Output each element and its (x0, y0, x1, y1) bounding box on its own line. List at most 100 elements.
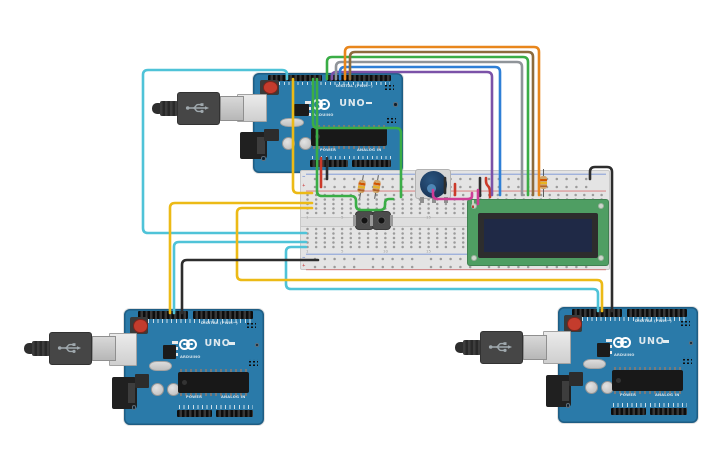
usb-metal-sleeve (92, 336, 116, 361)
reset-button[interactable] (259, 79, 280, 95)
lcd-mount-hole (598, 255, 604, 261)
potentiometer[interactable] (415, 169, 451, 203)
crystal-oscillator (149, 360, 172, 372)
capacitor (585, 381, 599, 395)
icsp-header-side (681, 356, 693, 364)
usb-controller-chip (294, 104, 309, 116)
on-led (229, 342, 235, 345)
reset-button[interactable] (130, 316, 149, 334)
capacitor (282, 137, 296, 150)
pushbutton-2[interactable] (370, 212, 393, 229)
cable-tip (24, 343, 33, 354)
icsp-header-side (385, 116, 396, 123)
usb-controller-chip (596, 342, 610, 357)
wire-black-bottom-left-gnd[interactable] (180, 258, 320, 315)
atmega-chip (177, 369, 250, 396)
resistor-lcd-backlight[interactable] (540, 169, 547, 197)
atmega-chip (310, 124, 388, 149)
capacitor (151, 383, 165, 397)
digital-header-right[interactable] (192, 311, 253, 319)
wire-yellow-bottom-left[interactable] (168, 201, 314, 315)
pin-labels-bottom (612, 403, 687, 407)
crystal-oscillator (583, 358, 606, 370)
arduino-logo-icon (613, 336, 639, 350)
icsp-header-top (382, 83, 394, 90)
digital-header-right[interactable] (326, 74, 391, 82)
voltage-regulator (568, 371, 583, 386)
voltage-regulator (134, 373, 149, 388)
usb-cable-top[interactable] (152, 90, 244, 126)
strain-relief (160, 101, 178, 116)
uno-label: UNO (339, 98, 366, 109)
arduino-label: ARDUINO (313, 113, 334, 118)
pot-knob-indicator (427, 184, 436, 193)
usb-controller-chip (162, 344, 176, 359)
usb-plug-body (49, 332, 92, 365)
pot-pin[interactable] (444, 197, 448, 203)
analog-header[interactable] (650, 407, 687, 416)
usb-trident-icon (185, 103, 210, 113)
arduino-label: ARDUINO (614, 353, 635, 358)
lcd-display[interactable] (467, 199, 609, 266)
icsp-header-top (245, 320, 257, 328)
usb-metal-sleeve (523, 335, 547, 360)
analog-header[interactable] (216, 409, 253, 418)
analog-label: ANALOG IN (654, 393, 680, 398)
digital-header-left[interactable] (138, 311, 189, 319)
mount-hole (254, 342, 260, 348)
power-label: POWER (319, 147, 336, 152)
power-header[interactable] (611, 407, 647, 416)
usb-port[interactable] (543, 331, 572, 364)
power-header[interactable] (177, 409, 213, 418)
reset-button[interactable] (564, 314, 583, 332)
on-led (663, 340, 669, 343)
rail-minus-label: − (302, 174, 306, 179)
analog-label: ANALOG IN (220, 395, 246, 400)
arduino-top[interactable]: DIGITAL (PWM~) UNO ARDUINO POWER ANALOG … (237, 73, 403, 173)
lcd-mount-hole (471, 255, 477, 261)
power-label: POWER (186, 395, 203, 400)
arduino-bottom-right[interactable]: DIGITAL (PWM~) UNO ARDUINO POWER ANALOG … (543, 307, 698, 423)
arduino-logo-icon (312, 98, 338, 112)
digital-header-left[interactable] (572, 309, 623, 317)
digital-label: DIGITAL (PWM~) (635, 319, 672, 324)
digital-label: DIGITAL (PWM~) (335, 83, 373, 88)
power-label: POWER (620, 393, 637, 398)
usb-metal-sleeve (220, 96, 244, 121)
power-header[interactable] (310, 160, 348, 167)
strain-relief (463, 340, 481, 355)
analog-header[interactable] (352, 160, 391, 167)
rail-plus-label: + (302, 262, 306, 268)
icsp-header-top (679, 318, 691, 326)
rail-plus-label: + (302, 182, 306, 188)
power-jack (546, 375, 572, 407)
mount-hole (393, 102, 398, 107)
lcd-pin-row[interactable] (472, 200, 598, 210)
mount-hole (688, 340, 694, 346)
pin-labels-top (573, 317, 686, 322)
crystal-oscillator (280, 117, 304, 127)
digital-header-right[interactable] (626, 309, 687, 317)
pin-labels-bottom (178, 405, 253, 409)
uno-label: UNO (204, 338, 231, 349)
on-led (365, 101, 372, 105)
pin-labels-bottom (311, 156, 391, 160)
resistor-body (540, 176, 547, 189)
arduino-bottom-left[interactable]: DIGITAL (PWM~) UNO ARDUINO POWER ANALOG … (109, 309, 264, 425)
usb-trident-icon (57, 343, 82, 353)
digital-label: DIGITAL (PWM~) (201, 321, 238, 326)
pot-knob[interactable] (420, 171, 447, 198)
cable-tip (455, 342, 464, 353)
usb-trident-icon (488, 342, 513, 352)
power-jack (112, 377, 138, 409)
power-jack (240, 132, 268, 159)
strain-relief (32, 341, 50, 356)
rail-minus-label: − (302, 254, 306, 260)
pot-pin[interactable] (420, 197, 424, 203)
wire-cyan-bottom-left[interactable] (172, 240, 308, 315)
usb-cable-bottom-left[interactable] (24, 330, 116, 366)
usb-cable-bottom-right[interactable] (455, 329, 547, 365)
mount-hole (131, 405, 137, 410)
atmega-chip (611, 367, 684, 394)
